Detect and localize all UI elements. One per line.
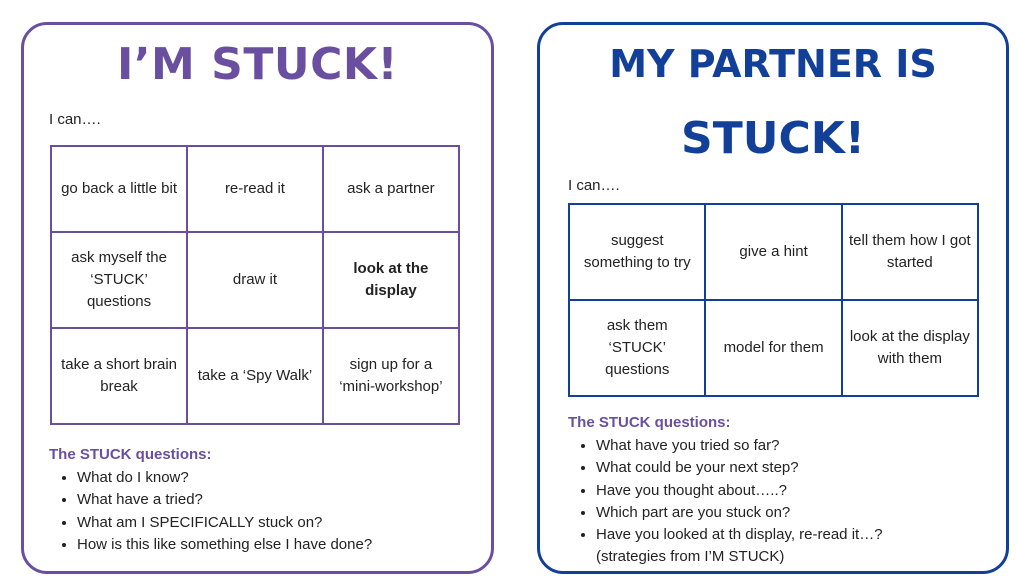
list-item: Which part are you stuck on? <box>596 502 883 524</box>
strategy-cell: ask them ‘STUCK’ questions <box>567 299 707 397</box>
strategy-cell: ask a partner <box>321 145 461 233</box>
left-questions-heading: The STUCK questions: <box>49 446 212 463</box>
list-item: Have you thought about…..? <box>596 480 883 502</box>
right-questions-heading: The STUCK questions: <box>568 414 731 431</box>
strategy-cell: look at the display <box>321 231 461 329</box>
strategy-cell: re-read it <box>186 145 324 233</box>
right-questions-list: What have you tried so far? What could b… <box>568 435 883 569</box>
question-text: Have you looked at th display, re-read i… <box>596 526 883 544</box>
list-item: Have you looked at th display, re-read i… <box>596 524 883 569</box>
left-questions-list: What do I know? What have a tried? What … <box>49 467 372 556</box>
strategy-cell: take a short brain break <box>49 327 189 425</box>
list-item: What am I SPECIFICALLY stuck on? <box>77 512 372 534</box>
partner-stuck-title-line2: STUCK! <box>681 113 865 164</box>
im-stuck-card: I’M STUCK! I can…. go back a little bit … <box>21 22 494 574</box>
strategy-cell: suggest something to try <box>567 203 707 301</box>
partner-stuck-title-line1: MY PARTNER IS <box>609 42 937 86</box>
right-intro-text: I can…. <box>568 177 620 194</box>
im-stuck-strategy-grid: go back a little bit re-read it ask a pa… <box>49 145 461 425</box>
strategy-cell: take a ‘Spy Walk’ <box>186 327 324 425</box>
strategy-cell: look at the display with them <box>840 299 980 397</box>
strategy-cell: sign up for a ‘mini-workshop’ <box>321 327 461 425</box>
strategy-cell: tell them how I got started <box>840 203 980 301</box>
strategy-cell: draw it <box>186 231 324 329</box>
left-intro-text: I can…. <box>49 111 101 128</box>
strategy-cell: give a hint <box>704 203 843 301</box>
list-item: What do I know? <box>77 467 372 489</box>
list-item: What could be your next step? <box>596 457 883 479</box>
list-item: What have you tried so far? <box>596 435 883 457</box>
strategy-cell: go back a little bit <box>49 145 189 233</box>
partner-stuck-card: MY PARTNER IS STUCK! I can…. suggest som… <box>537 22 1009 574</box>
list-item: How is this like something else I have d… <box>77 534 372 556</box>
strategy-cell: model for them <box>704 299 843 397</box>
im-stuck-title: I’M STUCK! <box>116 39 399 90</box>
list-item: What have a tried? <box>77 489 372 511</box>
partner-strategy-grid: suggest something to try give a hint tel… <box>567 203 980 397</box>
strategy-cell: ask myself the ‘STUCK’ questions <box>49 231 189 329</box>
questions-note: (strategies from I’M STUCK) <box>596 548 785 566</box>
